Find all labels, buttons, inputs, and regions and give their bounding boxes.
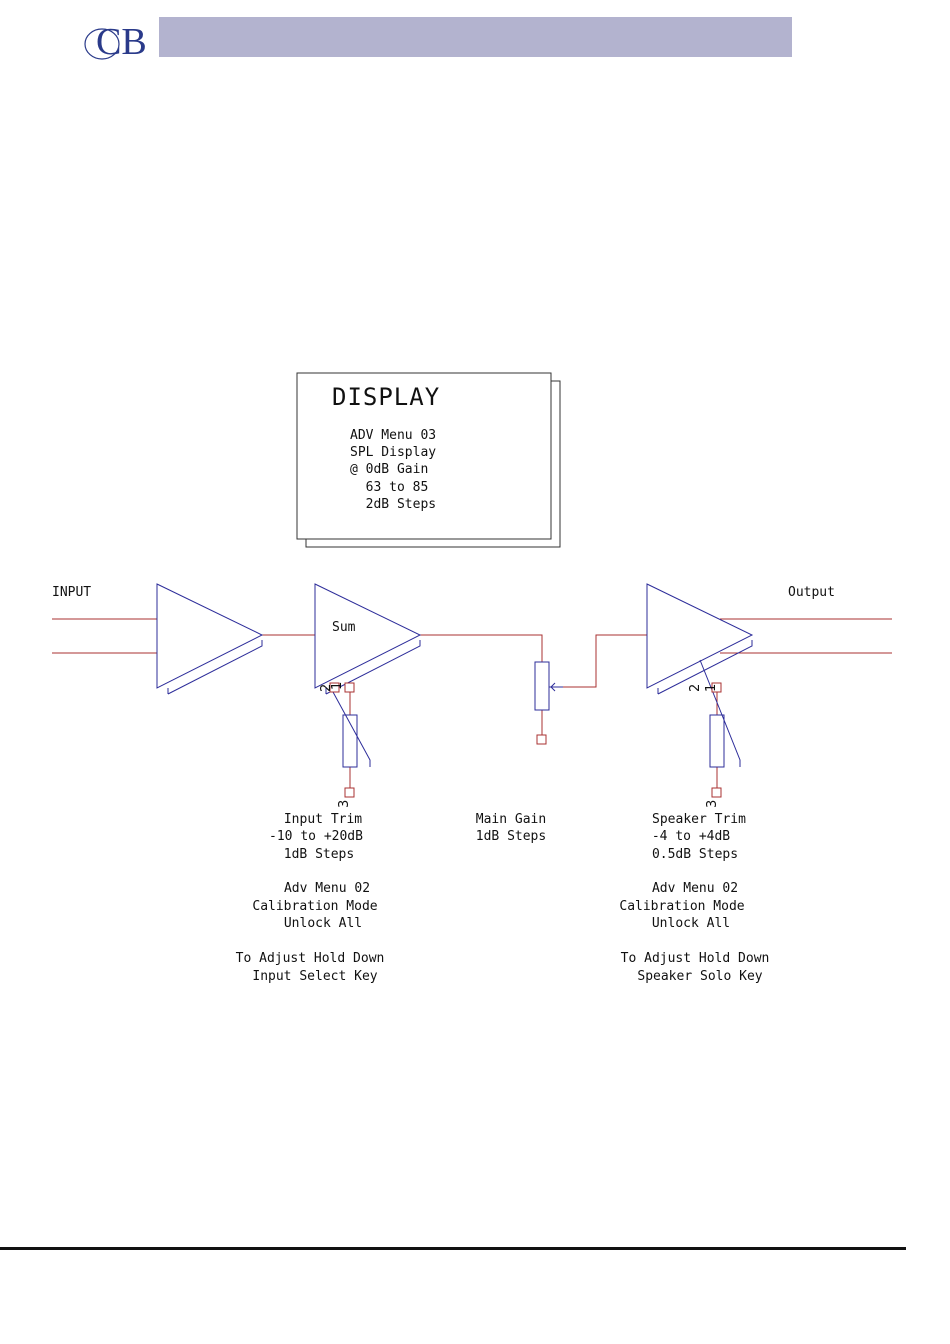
input-adjust-line-2: Input Select Key: [252, 969, 377, 984]
components: [156, 583, 754, 768]
main-gain-line-2: 1dB Steps: [476, 829, 546, 844]
input-amp-triangle: [156, 583, 264, 689]
input-trim-annotation: Input Trim -10 to +20dB 1dB Steps Adv Me…: [236, 812, 385, 984]
footer-rule: [0, 1247, 906, 1250]
cb-logo: CB: [84, 21, 147, 63]
input-label: INPUT: [52, 585, 91, 600]
speaker-menu-line-2: Calibration Mode: [619, 899, 744, 914]
main-gain-pot: [534, 661, 550, 711]
input-amp-shadow: [167, 640, 263, 695]
speaker-amp-triangle: [646, 583, 754, 689]
header-bar: [159, 17, 792, 57]
pin-right-bottom: 3: [705, 800, 720, 808]
display-line-3: @ 0dB Gain: [350, 462, 428, 477]
output-label: Output: [788, 585, 835, 600]
input-menu-line-3: Unlock All: [284, 916, 362, 931]
display-box: DISPLAY ADV Menu 03 SPL Display @ 0dB Ga…: [296, 372, 561, 548]
speaker-trim-annotation: Speaker Trim -4 to +4dB 0.5dB Steps Adv …: [619, 812, 769, 984]
speaker-trim-line-1: Speaker Trim: [652, 812, 746, 827]
input-trim-line-1: Input Trim: [284, 812, 362, 827]
input-adjust-line-1: To Adjust Hold Down: [236, 951, 385, 966]
pin-right-top-b: 1: [704, 684, 719, 692]
main-gain-annotation: Main Gain 1dB Steps: [476, 812, 546, 844]
main-gain-line-1: Main Gain: [476, 812, 546, 827]
speaker-amp-shadow: [657, 640, 753, 695]
speaker-trim-resistor: [709, 714, 725, 768]
speaker-trim-arrow: [699, 659, 741, 767]
speaker-adjust-line-2: Speaker Solo Key: [637, 969, 762, 984]
display-line-5: 2dB Steps: [350, 497, 436, 512]
speaker-adjust-line-1: To Adjust Hold Down: [621, 951, 770, 966]
display-line-2: SPL Display: [350, 445, 436, 460]
main-gain-to-speaker-wire: [563, 634, 647, 688]
input-trim-line-2: -10 to +20dB: [269, 829, 363, 844]
pin-left-bottom: 3: [337, 800, 352, 808]
speaker-trim-line-3: 0.5dB Steps: [652, 847, 738, 862]
pin-left-top-a: 2: [319, 684, 334, 692]
sum-amp-triangle: [314, 583, 422, 689]
input-menu-line-2: Calibration Mode: [252, 899, 377, 914]
pin-right-top-a: 2: [688, 684, 703, 692]
input-trim-line-3: 1dB Steps: [284, 847, 354, 862]
logo-text: CB: [96, 21, 147, 63]
pin-squares: [329, 682, 722, 798]
pin-left-top-b: 1: [330, 682, 345, 690]
speaker-menu-line-1: Adv Menu 02: [652, 881, 738, 896]
display-line-4: 63 to 85: [350, 480, 428, 495]
wires: [52, 618, 892, 788]
input-trim-arrow: [332, 691, 371, 767]
sum-label: Sum: [332, 620, 356, 635]
display-line-1: ADV Menu 03: [350, 428, 436, 443]
input-menu-line-1: Adv Menu 02: [284, 881, 370, 896]
display-box-frame: [296, 372, 552, 540]
input-trim-resistor: [342, 714, 358, 768]
display-title: DISPLAY: [332, 383, 440, 411]
sum-to-main-gain-wire: [420, 634, 543, 662]
sum-amp-shadow: [325, 640, 421, 695]
speaker-trim-line-2: -4 to +4dB: [652, 829, 730, 844]
speaker-menu-line-3: Unlock All: [652, 916, 730, 931]
